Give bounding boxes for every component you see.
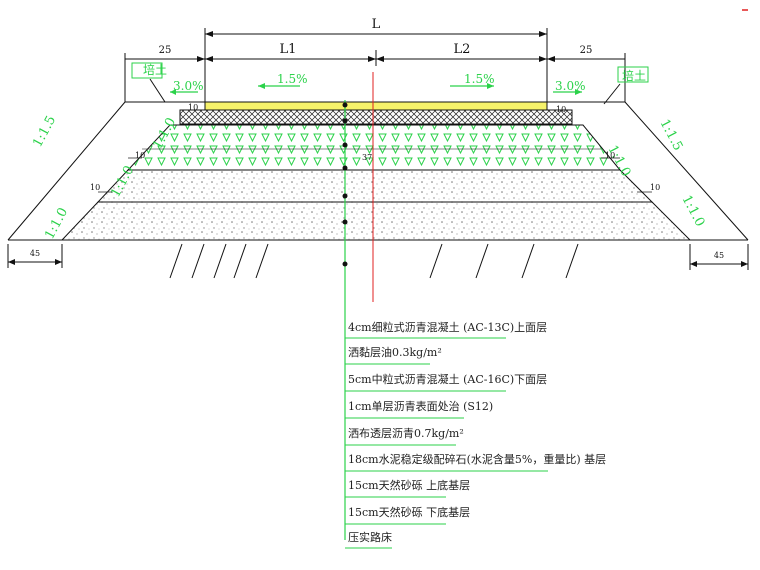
- legend-text-4: 洒布透层沥青0.7kg/m²: [348, 427, 464, 440]
- pavement-layers: [60, 101, 692, 241]
- legend-item: 18cm水泥稳定级配碎石(水泥含量5%，重量比) 基层: [345, 452, 606, 472]
- dim-total-label: L: [372, 17, 381, 32]
- legend-text-0: 4cm细粒式沥青混凝土 (AC-13C)上面层: [348, 320, 547, 334]
- slope-right-lane: 1.5%: [464, 72, 495, 86]
- dimension-total: L: [204, 17, 548, 105]
- layer-legend: 4cm细粒式沥青混凝土 (AC-13C)上面层 洒黏层油0.3kg/m² 5cm…: [345, 320, 606, 549]
- dim-l2: L2: [454, 42, 471, 57]
- legend-text-8: 压实路床: [348, 530, 392, 544]
- dim-step-c-left: 10: [90, 183, 100, 192]
- step-dimensions: 10 10 10 10 10 10 37: [90, 103, 660, 193]
- dimension-row-2: 25 L1 L2 25: [124, 42, 626, 102]
- legend-item: 4cm细粒式沥青混凝土 (AC-13C)上面层: [345, 320, 547, 339]
- surface-labels: 培土 3.0% 1.5% 1.5% 3.0% 培土: [131, 62, 649, 105]
- legend-text-2: 5cm中粒式沥青混凝土 (AC-16C)下面层: [348, 372, 547, 386]
- dim-l1: L1: [280, 42, 297, 57]
- slope-outer-right: 1:1.5: [656, 117, 685, 153]
- legend-item: 5cm中粒式沥青混凝土 (AC-16C)下面层: [345, 372, 547, 392]
- dim-base-right: 45: [714, 251, 724, 260]
- slope-right-shoulder: 3.0%: [555, 79, 586, 93]
- ground-hatch: [169, 243, 579, 279]
- dim-shoulder-left: 25: [159, 45, 172, 56]
- legend-text-1: 洒黏层油0.3kg/m²: [348, 345, 442, 359]
- slope-left-shoulder: 3.0%: [173, 79, 204, 93]
- legend-text-6: 15cm天然砂砾 上底基层: [348, 478, 470, 492]
- dim-base-left: 45: [30, 249, 40, 258]
- embankment-outline: [7, 101, 749, 241]
- dim-step-b-right: 10: [605, 151, 615, 160]
- legend-item: 洒黏层油0.3kg/m²: [345, 345, 442, 365]
- dim-step-a-left: 10: [188, 103, 198, 112]
- legend-text-3: 1cm单层沥青表面处治 (S12): [348, 399, 493, 413]
- slope-r2: 1:1.0: [678, 193, 707, 229]
- legend-item: 15cm天然砂砾 下底基层: [345, 505, 470, 525]
- legend-item: 1cm单层沥青表面处治 (S12): [345, 399, 493, 419]
- dim-step-a-right: 10: [556, 105, 566, 114]
- legend-item: 压实路床: [345, 530, 392, 549]
- dim-step-c-right: 10: [650, 183, 660, 192]
- center-lines: [342, 72, 374, 540]
- slope-outer-left: 1:1.5: [30, 113, 59, 149]
- legend-item: 15cm天然砂砾 上底基层: [345, 478, 470, 498]
- slope-left-lane: 1.5%: [277, 72, 308, 86]
- label-peitu-right: 培土: [622, 68, 646, 83]
- label-peitu-left: 培土: [143, 62, 167, 77]
- base-dimensions: 45 45: [7, 244, 749, 270]
- dim-shoulder-right: 25: [580, 45, 593, 56]
- dim-mid: 37: [362, 153, 372, 162]
- legend-text-5: 18cm水泥稳定级配碎石(水泥含量5%，重量比) 基层: [348, 452, 606, 466]
- legend-item: 洒布透层沥青0.7kg/m²: [345, 427, 464, 446]
- legend-text-7: 15cm天然砂砾 下底基层: [348, 505, 470, 519]
- dim-step-b-left: 10: [135, 151, 145, 160]
